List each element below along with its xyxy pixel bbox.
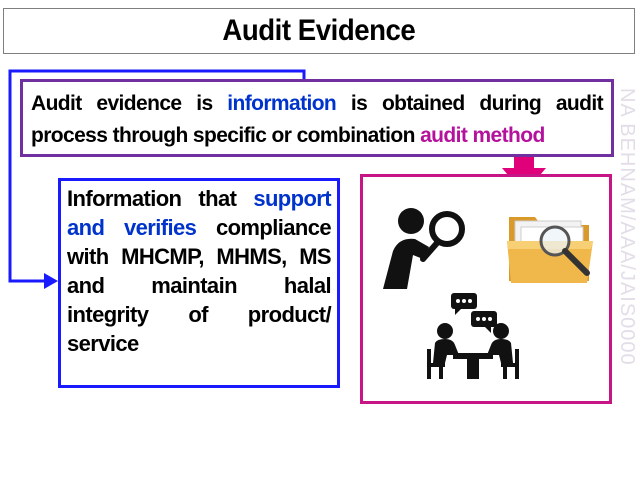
watermark-text: NA BEHNAM/AAA/JAIS0000 [616, 88, 638, 366]
title-box: Audit Evidence [3, 8, 635, 54]
definition-part1: Audit evidence is [31, 92, 228, 115]
definition-highlight-information: information [227, 92, 337, 115]
info-highlight: support and verifies [67, 186, 332, 240]
audit-method-box [360, 174, 612, 404]
definition-part2: is obtained during audit process through… [31, 92, 604, 147]
information-text: Information that support and verifies co… [67, 184, 332, 358]
page-title: Audit Evidence [222, 14, 416, 47]
blue-connector-arrowhead [44, 273, 58, 289]
definition-highlight-audit-method: audit method [420, 124, 545, 147]
person-magnifier-icon [383, 208, 465, 289]
meeting-icon [427, 293, 519, 379]
definition-text: Audit evidence is information is obtaine… [31, 88, 604, 152]
info-part2: compliance with MHCMP, MHMS, MS and main… [67, 215, 332, 356]
info-part1: Information that [67, 186, 254, 211]
folder-magnifier-icon [507, 217, 593, 283]
blue-connector-line [8, 69, 306, 283]
information-box: Information that support and verifies co… [58, 178, 340, 388]
definition-box: Audit evidence is information is obtaine… [20, 79, 614, 157]
